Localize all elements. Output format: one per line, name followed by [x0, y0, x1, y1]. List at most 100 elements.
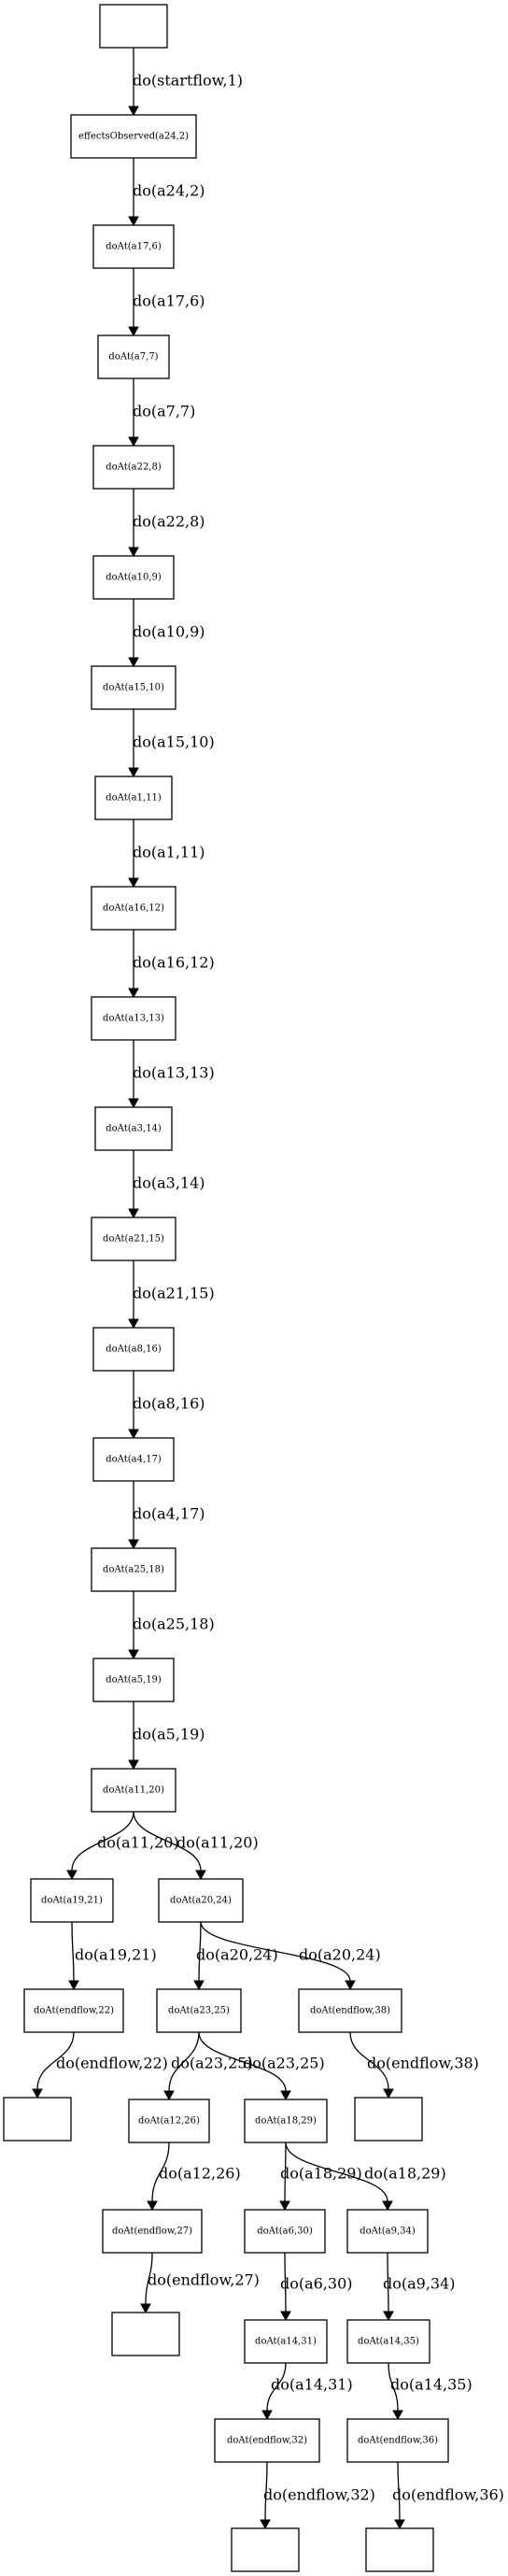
flow-node	[354, 2097, 423, 2142]
edge: do(a7,7)	[128, 377, 195, 448]
edge-line	[266, 2362, 287, 2412]
flow-node: doAt(a20,24)	[158, 1878, 244, 1923]
node-box	[3, 2097, 72, 2142]
arrow-head-icon	[128, 1318, 139, 1330]
node-box	[231, 2527, 300, 2572]
edge-label: do(a20,24)	[196, 1946, 278, 1964]
node-label: doAt(endflow,36)	[358, 2436, 438, 2446]
arrow-head-icon	[128, 216, 139, 227]
edge-label: do(a8,16)	[133, 1395, 205, 1413]
flow-node: doAt(a6,30)	[244, 2209, 326, 2254]
edge-label: do(a11,20)	[97, 1834, 179, 1852]
edge: do(a11,20)	[133, 1811, 259, 1881]
edge-line	[145, 2252, 153, 2305]
edge-line	[198, 2031, 287, 2092]
edge-label: do(a20,24)	[299, 1946, 381, 1964]
node-label: doAt(a17,6)	[106, 242, 162, 252]
edge-label: do(a18,29)	[364, 2165, 446, 2183]
node-label: doAt(a7,7)	[108, 352, 158, 363]
node-box	[128, 2099, 210, 2143]
arrow-head-icon	[280, 2090, 291, 2101]
flow-node: doAt(a1,11)	[94, 776, 173, 820]
edge-label: do(a10,9)	[133, 623, 205, 641]
edge-line	[285, 2142, 388, 2202]
edge-line	[388, 2362, 399, 2412]
edge: do(a16,12)	[128, 929, 215, 999]
arrow-head-icon	[128, 547, 139, 558]
flow-node	[231, 2527, 300, 2572]
flow-node: doAt(a7,7)	[97, 334, 170, 379]
node-box	[30, 1878, 114, 1923]
arrow-head-icon	[128, 1759, 139, 1771]
flow-node	[365, 2527, 434, 2572]
edge: do(a4,17)	[128, 1480, 205, 1550]
edge-line	[71, 1811, 134, 1872]
edge-label: do(a22,8)	[133, 513, 205, 531]
edge-line	[200, 1921, 351, 1982]
arrow-head-icon	[260, 2519, 271, 2530]
edge: do(a23,25)	[198, 2031, 325, 2101]
node-label: doAt(a22,8)	[106, 463, 162, 473]
node-label: doAt(a23,25)	[168, 2006, 230, 2016]
node-box	[92, 1437, 175, 1482]
node-label: effectsObserved(a24,2)	[78, 132, 189, 142]
edge: do(a23,25)	[163, 2031, 253, 2101]
edge-label: do(a7,7)	[133, 403, 195, 420]
arrow-head-icon	[392, 2410, 403, 2421]
edge: do(a9,34)	[383, 2252, 456, 2322]
node-label: doAt(a15,10)	[103, 683, 164, 693]
arrow-head-icon	[128, 1098, 139, 1109]
flow-node: effectsObserved(a24,2)	[70, 114, 197, 159]
node-box	[244, 2209, 326, 2254]
edge: do(a14,31)	[261, 2362, 353, 2421]
edge-label: do(a15,10)	[133, 733, 215, 751]
edge: do(a20,24)	[200, 1921, 381, 1991]
node-label: doAt(a14,35)	[358, 2337, 419, 2347]
node-box	[158, 1878, 244, 1923]
node-box	[91, 1547, 176, 1592]
flow-node: doAt(endflow,36)	[346, 2418, 449, 2463]
arrow-head-icon	[128, 767, 139, 778]
arrow-head-icon	[394, 2519, 405, 2530]
edge-label: do(a13,13)	[133, 1064, 215, 1082]
edge-label: do(a5,19)	[133, 1726, 205, 1743]
node-box	[94, 1106, 173, 1151]
node-box	[92, 555, 175, 600]
node-box	[91, 1768, 176, 1813]
edge-line	[198, 1921, 202, 1982]
edge: do(a25,18)	[128, 1590, 215, 1660]
node-box	[346, 2209, 429, 2254]
node-box	[92, 445, 175, 490]
edge-label: do(endflow,22)	[56, 2055, 168, 2072]
node-box	[365, 2527, 434, 2572]
flow-node: doAt(a16,12)	[91, 886, 176, 931]
flow-node: doAt(a17,6)	[92, 224, 175, 269]
arrow-head-icon	[128, 326, 139, 337]
arrow-head-icon	[128, 1429, 139, 1440]
arrow-head-icon	[261, 2410, 273, 2421]
flow-node: doAt(a21,15)	[91, 1217, 176, 1261]
edge-line	[349, 2031, 389, 2090]
node-label: doAt(a19,21)	[41, 1896, 103, 1906]
edge-label: do(startflow,1)	[133, 72, 243, 90]
node-box	[111, 2312, 180, 2356]
node-box	[97, 334, 170, 379]
arrow-head-icon	[280, 2311, 291, 2322]
edge: do(a18,29)	[279, 2142, 362, 2212]
arrow-head-icon	[128, 436, 139, 448]
node-box	[94, 776, 173, 820]
flow-node: doAt(endflow,38)	[298, 1988, 402, 2033]
node-box	[91, 996, 176, 1041]
node-box	[91, 886, 176, 931]
flow-node: doAt(a25,18)	[91, 1547, 176, 1592]
arrow-head-icon	[68, 1980, 79, 1991]
arrow-head-icon	[128, 657, 139, 668]
arrow-head-icon	[128, 106, 139, 117]
edge-label: do(a23,25)	[243, 2055, 325, 2072]
node-box	[23, 1988, 124, 2033]
node-label: doAt(a13,13)	[103, 1014, 164, 1024]
node-label: doAt(a1,11)	[106, 793, 162, 804]
edge-line	[71, 1921, 75, 1982]
arrow-head-icon	[140, 2303, 151, 2314]
